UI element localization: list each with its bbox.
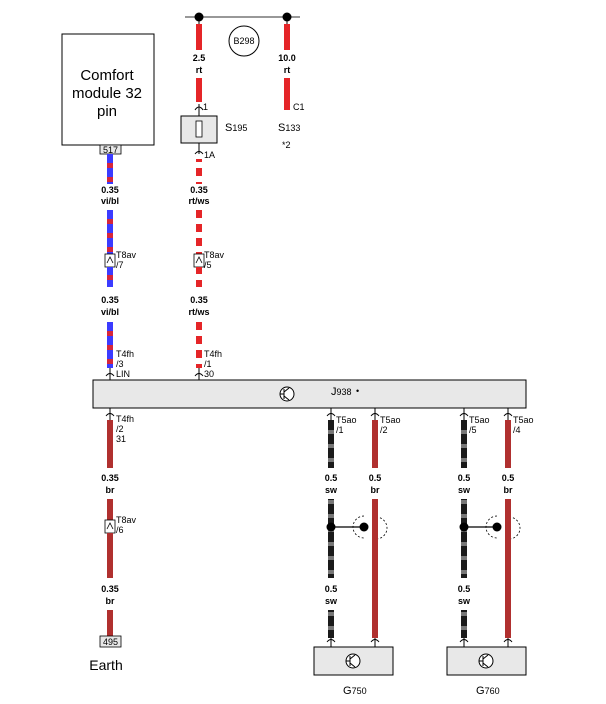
transistor-icon [279, 386, 295, 402]
power-wire: 0.35 rt/ws T8av /5 0.35 rt/ws T4fh /1 30 [188, 159, 225, 380]
g760-label: G760 [476, 685, 500, 697]
g750-sw-conn: T5ao [336, 415, 357, 425]
fuse-pin-top: 1 [203, 102, 208, 112]
lin-seg2-size: 0.35 [101, 295, 119, 305]
comfort-module-title-2: module 32 [72, 85, 142, 102]
earth-conn-mid-pin: /6 [116, 525, 124, 535]
g760-br-conn: T5ao [513, 415, 534, 425]
power-conn2-name: T4fh [204, 349, 222, 359]
g760-sw-size: 0.5 [458, 473, 471, 483]
g750-label: G750 [343, 685, 367, 697]
sensor-g750: G750 [313, 646, 394, 697]
comfort-module-title-1: Comfort [80, 67, 134, 84]
comfort-module-pin: 517 [103, 145, 118, 155]
supply-right-size: 10.0 [278, 53, 296, 63]
supply-right-color: rt [284, 65, 291, 75]
g750-sw-pin: /1 [336, 425, 344, 435]
g750-br-size: 0.5 [369, 473, 382, 483]
s133-label: S133 [278, 122, 300, 134]
g760-sw-size2: 0.5 [458, 584, 471, 594]
g750-sw-size2: 0.5 [325, 584, 338, 594]
j938-label: J938 [331, 386, 352, 398]
s195-label: S195 [225, 122, 247, 134]
c1-label: C1 [293, 102, 305, 112]
power-conn1-pin: /5 [204, 260, 212, 270]
comfort-module-title-3: pin [97, 103, 117, 120]
fuse-s195: S195 1A [180, 115, 247, 160]
fuse-pin-bottom: 1A [204, 150, 215, 160]
supply-left-size: 2.5 [193, 53, 206, 63]
supply-left-color: rt [196, 65, 203, 75]
control-unit-j938: J938 • [92, 379, 527, 409]
footnote-2: *2 [282, 140, 291, 150]
earth-conn-top-name: T4fh [116, 414, 134, 424]
earth-wire: T4fh /2 31 0.35 br T8av /6 0.35 br 495 E… [89, 408, 137, 673]
sensor-g760: G760 [446, 646, 527, 697]
g760-sw-pin: /5 [469, 425, 477, 435]
b298-badge: B298 [228, 25, 260, 57]
g750-sw-color: sw [325, 485, 338, 495]
lin-wire: 0.35 vi/bl T8av /7 0.35 vi/bl T4fh /3 LI… [101, 154, 137, 380]
lin-conn2-name: T4fh [116, 349, 134, 359]
power-seg2-color: rt/ws [188, 307, 209, 317]
g750-sw-color2: sw [325, 596, 338, 606]
power-conn2-pin: /1 [204, 359, 212, 369]
g760-sw-color2: sw [458, 596, 471, 606]
lin-seg1-size: 0.35 [101, 185, 119, 195]
g760-br-color: br [504, 485, 513, 495]
g750-sw-size: 0.5 [325, 473, 338, 483]
power-seg2-size: 0.35 [190, 295, 208, 305]
lin-conn1-name: T8av [116, 250, 137, 260]
lin-conn2-pin: /3 [116, 359, 124, 369]
lin-conn1-pin: /7 [116, 260, 124, 270]
earth-seg1-size: 0.35 [101, 473, 119, 483]
earth-conn-top-extra: 31 [116, 434, 126, 444]
earth-terminal: 495 [103, 637, 118, 647]
earth-conn-mid-name: T8av [116, 515, 137, 525]
comfort-module: Comfort module 32 pin 517 [61, 33, 155, 155]
earth-label: Earth [89, 657, 122, 673]
g750-br-color: br [371, 485, 380, 495]
earth-conn-top-pin: /2 [116, 424, 124, 434]
j938-dot: • [356, 386, 359, 396]
power-conn2-extra: 30 [204, 369, 214, 379]
g760-br-pin: /4 [513, 425, 521, 435]
earth-seg1-color: br [106, 485, 115, 495]
supply-wire-left: 2.5 rt 1 [193, 17, 208, 116]
g760-br-size: 0.5 [502, 473, 515, 483]
transistor-icon [345, 653, 361, 669]
lin-seg1-color: vi/bl [101, 196, 119, 206]
g760-sw-color: sw [458, 485, 471, 495]
earth-seg2-size: 0.35 [101, 584, 119, 594]
b298-label: B298 [233, 36, 254, 46]
supply-busbar [185, 12, 300, 22]
supply-wire-right: 10.0 rt C1 S133 *2 [278, 17, 305, 150]
earth-seg2-color: br [106, 596, 115, 606]
lin-seg2-color: vi/bl [101, 307, 119, 317]
g760-sw-conn: T5ao [469, 415, 490, 425]
power-seg1-size: 0.35 [190, 185, 208, 195]
g750-br-conn: T5ao [380, 415, 401, 425]
g750-wires: T5ao /1 0.5 sw 0.5 sw T5ao /2 0.5 br [325, 408, 401, 647]
lin-conn2-extra: LIN [116, 369, 130, 379]
power-seg1-color: rt/ws [188, 196, 209, 206]
g760-wires: T5ao /5 0.5 sw 0.5 sw T5ao /4 0.5 br [458, 408, 534, 647]
power-conn1-name: T8av [204, 250, 225, 260]
g750-br-pin: /2 [380, 425, 388, 435]
transistor-icon [478, 653, 494, 669]
